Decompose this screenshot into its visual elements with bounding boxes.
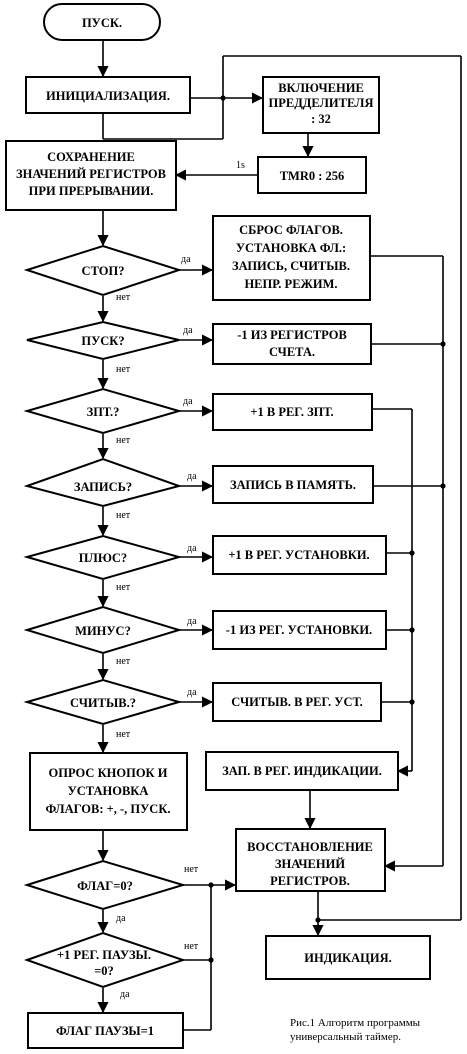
yes-label: да (187, 616, 197, 627)
decision-stop: СТОП? (23, 244, 183, 297)
no-label: нет (116, 435, 131, 446)
no-label: нет (116, 729, 131, 740)
tmr-label: TMR0 : 256 (280, 169, 345, 183)
pause-flag-block: ФЛАГ ПАУЗЫ=1 (27, 1012, 184, 1049)
caption-line-1: Рис.1 Алгоритм программы (290, 1017, 421, 1029)
decision-minus-label: МИНУС? (75, 624, 131, 638)
indication-label: ИНДИКАЦИЯ. (304, 951, 391, 965)
poll-line-2: УСТАНОВКА (68, 784, 149, 798)
pause-flag-label: ФЛАГ ПАУЗЫ=1 (56, 1024, 154, 1038)
decision-minus: МИНУС? (23, 605, 183, 655)
decision-flag0-label: ФЛАГ=0? (77, 879, 133, 893)
save-line-3: ПРИ ПРЕРЫВАНИИ. (29, 184, 154, 198)
yes-label: да (183, 325, 193, 336)
restore-line-3: РЕГИСТРОВ. (270, 874, 350, 888)
save-line-2: ЗНАЧЕНИЙ РЕГИСТРОВ (16, 167, 166, 181)
write-memory-block: ЗАПИСЬ В ПАМЯТЬ. (212, 465, 374, 504)
connectors (97, 40, 462, 1031)
restore-registers-block: ВОССТАНОВЛЕНИЕ ЗНАЧЕНИЙ РЕГИСТРОВ. (235, 828, 386, 892)
reset-line-3: ЗАПИСЬ, СЧИТЫВ. (232, 259, 350, 273)
inc-set-block: +1 В РЕГ. УСТАНОВКИ. (212, 535, 387, 575)
reset-line-2: УСТАНОВКА ФЛ.: (236, 241, 346, 255)
init-block: ИНИЦИАЛИЗАЦИЯ. (25, 76, 191, 114)
decision-stop-label: СТОП? (82, 264, 125, 278)
save-registers-block: СОХРАНЕНИЕ ЗНАЧЕНИЙ РЕГИСТРОВ ПРИ ПРЕРЫВ… (5, 140, 177, 211)
decision-plus-label: ПЛЮС? (79, 551, 127, 565)
interval-label: 1s (236, 160, 245, 171)
save-line-1: СОХРАНЕНИЕ (47, 150, 135, 164)
dec-set-label: -1 ИЗ РЕГ. УСТАНОВКИ. (226, 623, 372, 637)
no-label: нет (116, 656, 131, 667)
indication-block: ИНДИКАЦИЯ. (265, 935, 431, 980)
start-label: ПУСК. (82, 16, 122, 30)
write-memory-label: ЗАПИСЬ В ПАМЯТЬ. (230, 478, 356, 492)
inc-zpt-label: +1 В РЕГ. ЗПТ. (250, 405, 333, 419)
no-label: нет (184, 941, 199, 952)
prescaler-block: ВКЛЮЧЕНИЕ ПРЕДДЕЛИТЕЛЯ : 32 (262, 76, 380, 134)
no-label: нет (116, 510, 131, 521)
no-label: нет (116, 582, 131, 593)
poll-line-1: ОПРОС КНОПОК И (49, 766, 168, 780)
decision-flag0: ФЛАГ=0? (23, 859, 187, 911)
poll-line-3: ФЛАГОВ: +, -, ПУСК. (45, 802, 170, 816)
caption-line-2: универсальный таймер. (290, 1031, 401, 1043)
init-label: ИНИЦИАЛИЗАЦИЯ. (46, 89, 170, 103)
inc-set-label: +1 В РЕГ. УСТАНОВКИ. (228, 548, 369, 562)
decision-read-label: СЧИТЫВ.? (70, 696, 136, 710)
decision-plus: ПЛЮС? (23, 534, 183, 581)
decision-write-label: ЗАПИСЬ? (74, 480, 132, 494)
prescaler-line-3: : 32 (311, 112, 331, 126)
yes-label: да (116, 913, 126, 924)
decision-read: СЧИТЫВ.? (23, 678, 183, 726)
no-label: нет (116, 364, 131, 375)
yes-label: да (120, 989, 130, 1000)
inc-zpt-block: +1 В РЕГ. ЗПТ. (212, 393, 373, 431)
dec-count-line-2: СЧЕТА. (269, 345, 315, 359)
poll-buttons-block: ОПРОС КНОПОК И УСТАНОВКА ФЛАГОВ: +, -, П… (29, 752, 188, 831)
no-label: нет (184, 864, 199, 875)
decision-start: ПУСК? (26, 320, 180, 361)
dec-count-line-1: -1 ИЗ РЕГИСТРОВ (237, 328, 347, 342)
prescaler-line-2: ПРЕДДЕЛИТЕЛЯ (269, 96, 374, 110)
yes-label: да (183, 396, 193, 407)
decision-start-label: ПУСК? (81, 334, 124, 348)
write-indication-label: ЗАП. В РЕГ. ИНДИКАЦИИ. (222, 764, 382, 778)
dec-count-block: -1 ИЗ РЕГИСТРОВ СЧЕТА. (212, 323, 372, 365)
yes-label: да (181, 254, 191, 265)
decision-pause-line-1: +1 РЕГ. ПАУЗЫ. (57, 948, 151, 962)
start-terminal: ПУСК. (43, 3, 161, 41)
read-set-label: СЧИТЫВ. В РЕГ. УСТ. (231, 695, 362, 709)
yes-label: да (187, 687, 197, 698)
yes-label: да (187, 471, 197, 482)
yes-label: да (187, 543, 197, 554)
reset-line-1: СБРОС ФЛАГОВ. (239, 223, 343, 237)
dec-set-block: -1 ИЗ РЕГ. УСТАНОВКИ. (212, 610, 387, 650)
decision-zpt-label: ЗПТ.? (87, 405, 120, 419)
decision-write: ЗАПИСЬ? (23, 457, 183, 508)
prescaler-line-1: ВКЛЮЧЕНИЕ (278, 81, 364, 95)
decision-zpt: ЗПТ.? (23, 387, 183, 435)
tmr-block: TMR0 : 256 (257, 156, 367, 194)
no-label: нет (116, 292, 131, 303)
decision-pause-line-2: =0? (94, 964, 114, 978)
write-indication-block: ЗАП. В РЕГ. ИНДИКАЦИИ. (205, 751, 399, 791)
read-set-block: СЧИТЫВ. В РЕГ. УСТ. (212, 682, 382, 722)
branch-labels: да нет да нет да нет да нет да нет да не… (116, 254, 199, 1000)
restore-line-1: ВОССТАНОВЛЕНИЕ (247, 840, 373, 854)
reset-flags-block: СБРОС ФЛАГОВ. УСТАНОВКА ФЛ.: ЗАПИСЬ, СЧИ… (212, 215, 371, 301)
restore-line-2: ЗНАЧЕНИЙ (275, 857, 345, 871)
decision-pause: +1 РЕГ. ПАУЗЫ. =0? (24, 931, 187, 989)
reset-line-4: НЕПР. РЕЖИМ. (244, 277, 337, 291)
figure-caption: Рис.1 Алгоритм программы универсальный т… (290, 1017, 421, 1043)
